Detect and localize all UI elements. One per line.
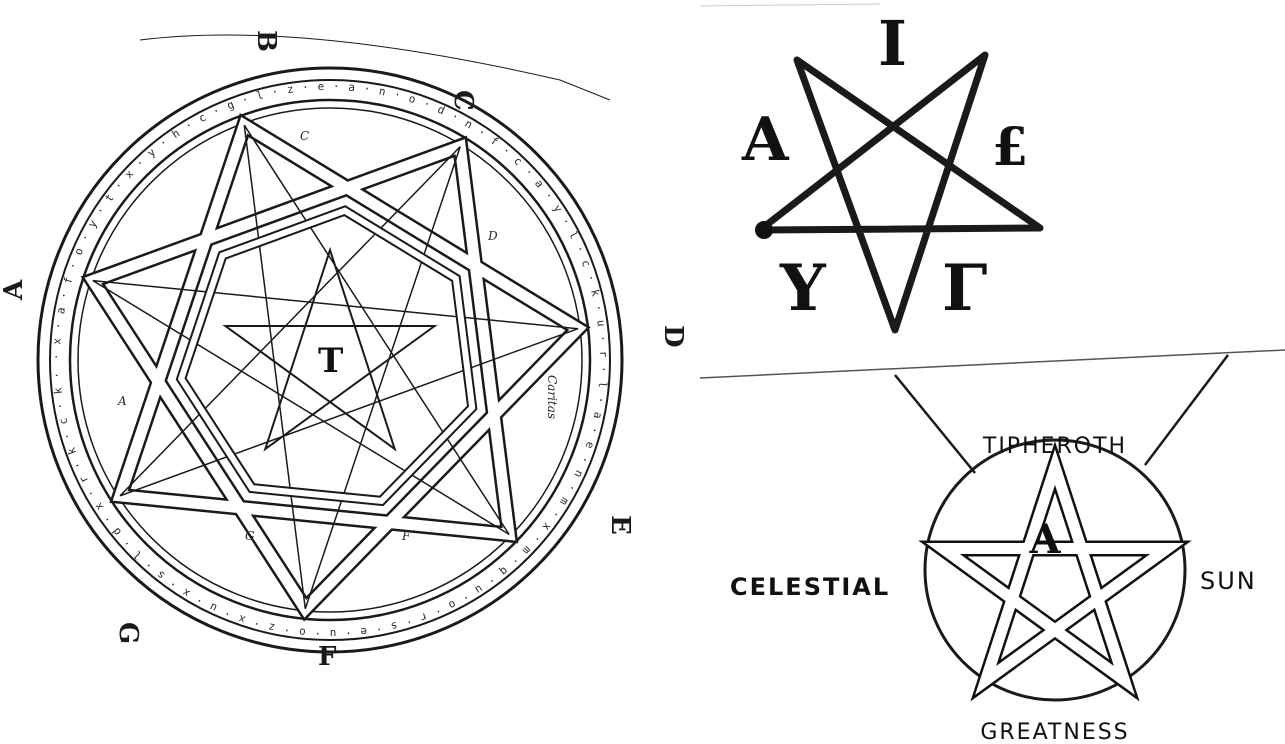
seal-inner-label-g: G: [245, 529, 255, 543]
seal-outer-letter-a: A: [0, 279, 29, 301]
seal-outer-letter-g: G: [113, 622, 143, 644]
seal-inner-label-c: C: [300, 129, 309, 143]
tiphereth-figure: TIPHEROTH CELESTIAL SUN GREATNESS A: [700, 355, 1285, 744]
seal-outer-letter-f: F: [318, 642, 337, 672]
seal-inner-label-caritas: Caritas: [545, 375, 559, 419]
ring-inscription: · x · a · f · o · y · t · x · y · h · c …: [0, 0, 610, 640]
seal-center-glyph: T: [318, 341, 343, 381]
tiphereth-drawing: TIPHEROTH CELESTIAL SUN GREATNESS A: [700, 355, 1285, 744]
seal-inner-label-f: F: [401, 529, 411, 543]
tiphereth-center-glyph: A: [1028, 516, 1061, 563]
seal-drawing: · x · a · f · o · y · t · x · y · h · c …: [0, 0, 690, 744]
seal-outer-letter-e: E: [605, 515, 635, 535]
seal-outer-letter-b: B: [251, 30, 281, 52]
heptagram-seal: · x · a · f · o · y · t · x · y · h · c …: [0, 0, 690, 744]
pentagram-letter-a: A: [741, 105, 790, 175]
seal-outer-letter-d: D: [658, 325, 688, 348]
label-sun: SUN: [1200, 567, 1257, 595]
seal-outer-letter-c: C: [448, 90, 478, 111]
pentagram-letter-gamma: Γ: [942, 251, 987, 326]
label-greatness: GREATNESS: [980, 720, 1129, 744]
pentagram-letter-i: I: [878, 7, 907, 80]
pentagram-letter-pound: £: [992, 117, 1028, 178]
seal-inner-label-a: A: [117, 394, 127, 408]
label-celestial: CELESTIAL: [730, 573, 890, 601]
tiphereth-pentagram-gap: [943, 467, 1167, 681]
label-tiphereth: TIPHEROTH: [982, 434, 1127, 459]
pentagram-figure: I A £ Y Γ: [700, 0, 1285, 380]
pentagram-letter-y: Y: [779, 251, 827, 326]
seal-inner-label-d: D: [487, 229, 498, 243]
pentagram-drawing: I A £ Y Γ: [700, 0, 1285, 380]
